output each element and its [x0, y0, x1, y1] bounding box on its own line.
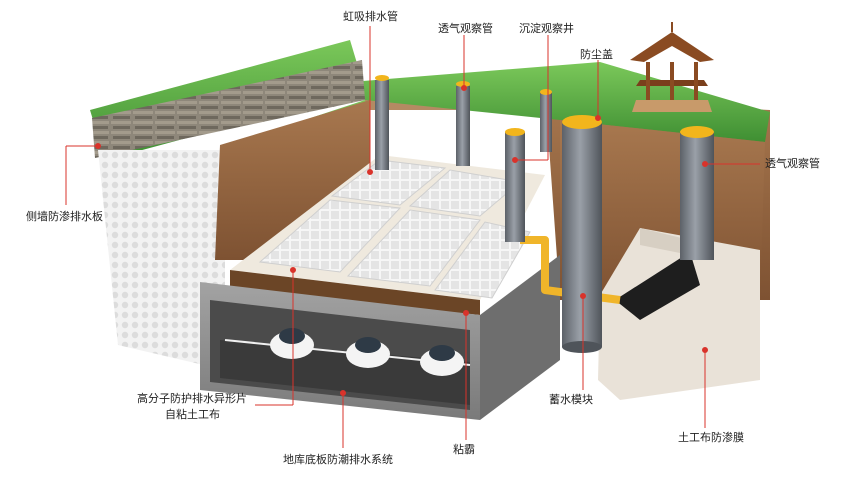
basement-garage — [200, 255, 560, 420]
label-dust-cover: 防尘盖 — [580, 48, 613, 61]
label-polymer-sheet-line2: 自粘土工布 — [165, 408, 220, 421]
pavilion-icon — [630, 22, 714, 112]
leader-lines — [65, 26, 760, 448]
roof-deck — [230, 155, 545, 315]
label-side-wall-board: 侧墙防渗排水板 — [26, 210, 103, 223]
car-icon — [270, 328, 314, 359]
label-adhesive: 粘霸 — [453, 443, 475, 456]
label-settling-well: 沉淀观察井 — [519, 22, 574, 35]
vertical-pipes — [375, 75, 714, 353]
label-polymer-sheet-line1: 高分子防护排水异形片 — [137, 392, 247, 405]
label-vent-pipe-right: 透气观察管 — [765, 157, 820, 170]
label-storage-module: 蓄水模块 — [549, 393, 593, 406]
label-basement-floor-system: 地库底板防潮排水系统 — [283, 453, 393, 466]
label-vent-pipe-top: 透气观察管 — [438, 22, 493, 35]
water-storage-module — [598, 228, 760, 400]
label-geotextile-membrane: 土工布防渗膜 — [678, 431, 744, 444]
label-siphon-pipe: 虹吸排水管 — [343, 10, 398, 23]
car-icon — [420, 345, 464, 376]
car-icon — [346, 337, 390, 368]
